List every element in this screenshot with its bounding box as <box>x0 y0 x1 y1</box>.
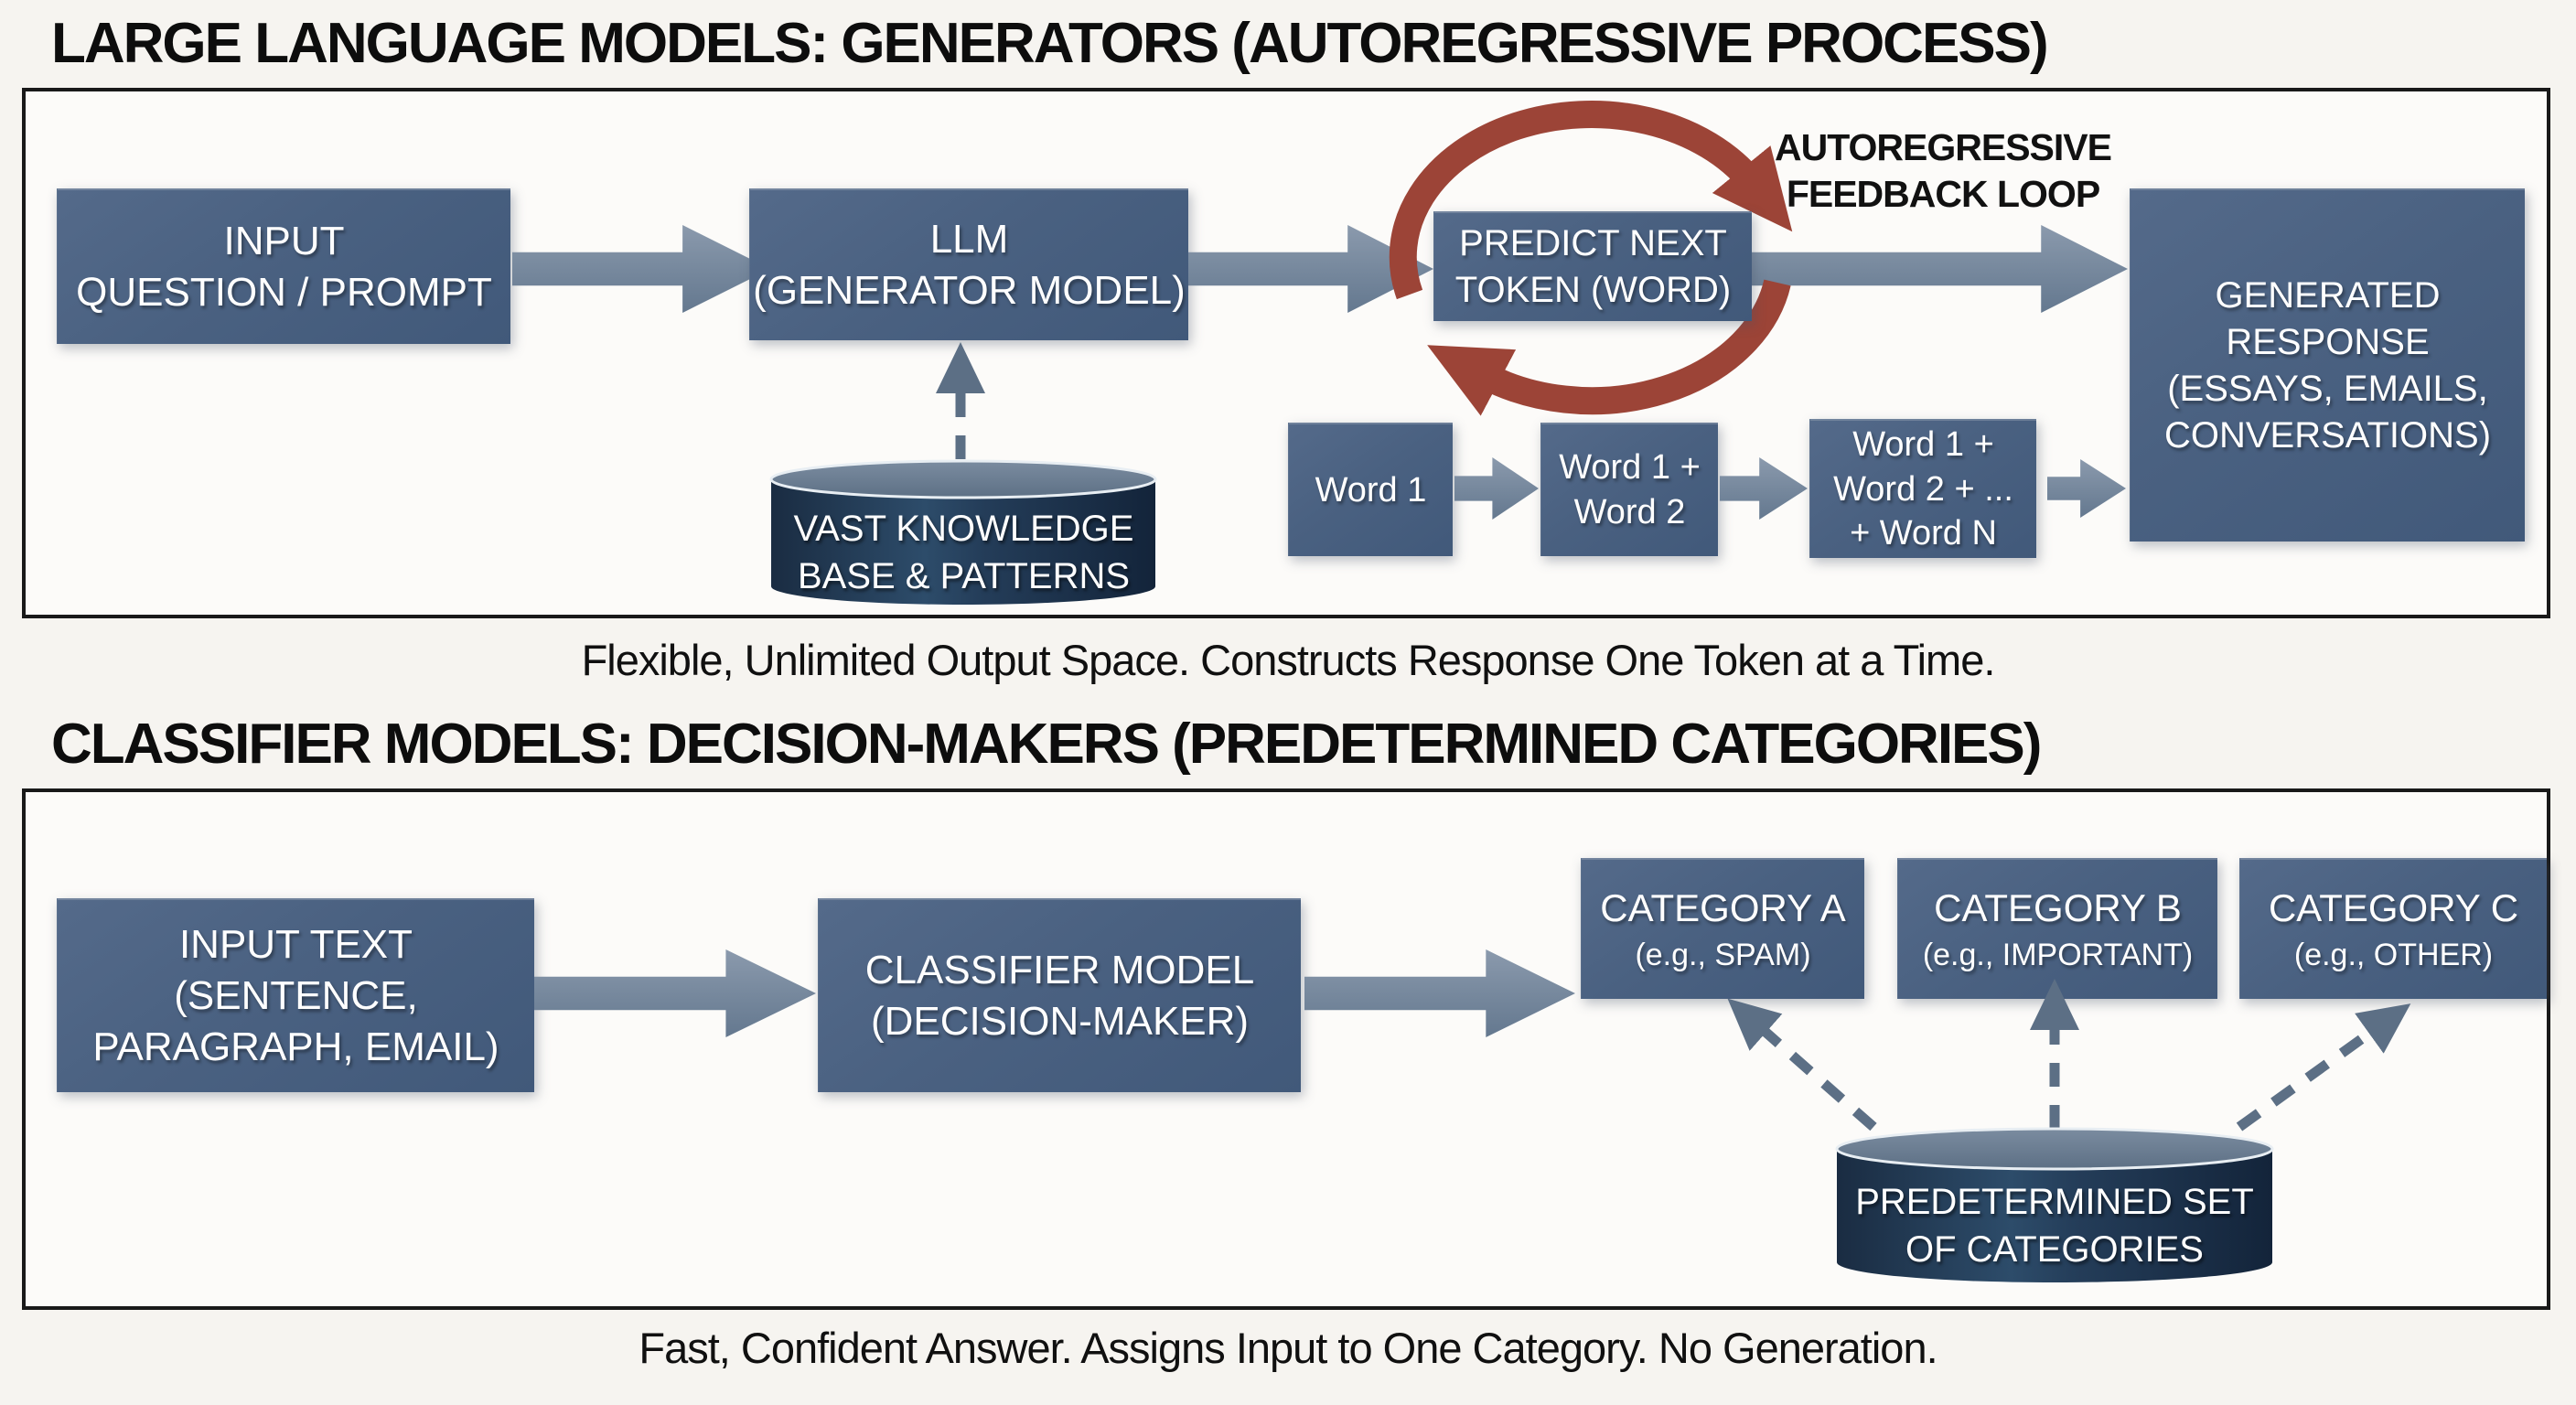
classifier-model-box: CLASSIFIER MODEL (DECISION-MAKER) <box>818 898 1301 1092</box>
arrow-wordn-to-response-icon <box>2047 459 2126 518</box>
input-prompt-label: INPUT QUESTION / PROMPT <box>76 218 492 315</box>
category-a-title: CATEGORY A <box>1600 885 1846 929</box>
dashed-arrow-to-category-a-icon <box>1727 998 1877 1132</box>
category-c-example: (e.g., OTHER) <box>2293 937 2494 972</box>
category-b-title: CATEGORY B <box>1934 885 2182 929</box>
dashed-arrow-to-category-c-icon <box>2236 1003 2411 1132</box>
dashed-arrows-categories-icon <box>1727 979 2411 1132</box>
generated-response-box: GENERATED RESPONSE (ESSAYS, EMAILS, CONV… <box>2130 188 2525 542</box>
category-c-box: CATEGORY C (e.g., OTHER) <box>2239 858 2547 999</box>
word1-word2-label: Word 1 + Word 2 <box>1559 448 1701 531</box>
arrow-word2-to-wordn-icon <box>1720 457 1808 520</box>
knowledge-base-label: VAST KNOWLEDGE BASE & PATTERNS <box>793 509 1134 596</box>
category-a-box: CATEGORY A (e.g., SPAM) <box>1581 858 1864 999</box>
category-a-example: (e.g., SPAM) <box>1635 937 1811 972</box>
predict-next-token-label: PREDICT NEXT TOKEN (WORD) <box>1454 222 1732 310</box>
llm-box: LLM (GENERATOR MODEL) <box>749 188 1188 340</box>
classifier-caption: Fast, Confident Answer. Assigns Input to… <box>639 1324 1937 1372</box>
input-prompt-box: INPUT QUESTION / PROMPT <box>57 188 510 344</box>
generator-panel: INPUT QUESTION / PROMPT LLM (GENERATOR M… <box>22 88 2550 618</box>
word1-label: Word 1 <box>1315 470 1427 509</box>
categories-cylinder-label: PREDETERMINED SET OF CATEGORIES <box>1855 1182 2254 1270</box>
cylinder-shape-icon <box>769 459 1157 605</box>
input-text-label: INPUT TEXT (SENTENCE, PARAGRAPH, EMAIL) <box>92 921 499 1070</box>
word-n-label: Word 1 + Word 2 + ... + Word N <box>1833 425 2013 553</box>
word1-box: Word 1 <box>1288 423 1453 556</box>
generator-caption: Flexible, Unlimited Output Space. Constr… <box>581 636 1996 684</box>
classifier-model-label: CLASSIFIER MODEL (DECISION-MAKER) <box>864 947 1255 1044</box>
cylinder-shape-icon <box>1835 1127 2274 1282</box>
classifier-panel: INPUT TEXT (SENTENCE, PARAGRAPH, EMAIL) … <box>22 788 2550 1310</box>
category-b-box: CATEGORY B (e.g., IMPORTANT) <box>1897 858 2217 999</box>
classifier-section-title: CLASSIFIER MODELS: DECISION-MAKERS (PRED… <box>51 713 2042 776</box>
generated-response-label: GENERATED RESPONSE (ESSAYS, EMAILS, CONV… <box>2163 274 2492 456</box>
arrow-input-to-llm-icon <box>512 225 770 313</box>
category-b-example: (e.g., IMPORTANT) <box>1922 937 2194 972</box>
autoregressive-loop-icon <box>1389 101 1793 416</box>
llm-label: LLM (GENERATOR MODEL) <box>753 216 1186 313</box>
predict-next-token-box: PREDICT NEXT TOKEN (WORD) <box>1433 211 1752 321</box>
arrow-word1-to-word2-icon <box>1454 457 1539 520</box>
arrow-input-to-classifier-icon <box>534 949 816 1037</box>
categories-cylinder: PREDETERMINED SET OF CATEGORIES <box>1835 1125 2274 1286</box>
autoregressive-feedback-label: AUTOREGRESSIVE FEEDBACK LOOP <box>1775 126 2112 216</box>
dashed-arrow-knowledge-to-llm-icon <box>936 342 985 459</box>
input-text-box: INPUT TEXT (SENTENCE, PARAGRAPH, EMAIL) <box>57 898 534 1092</box>
word-n-box: Word 1 + Word 2 + ... + Word N <box>1809 419 2036 558</box>
word1-word2-box: Word 1 + Word 2 <box>1540 423 1718 556</box>
category-c-title: CATEGORY C <box>2268 885 2519 929</box>
generator-section-title: LARGE LANGUAGE MODELS: GENERATORS (AUTOR… <box>51 12 2049 75</box>
knowledge-base-cylinder: VAST KNOWLEDGE BASE & PATTERNS <box>769 457 1158 608</box>
